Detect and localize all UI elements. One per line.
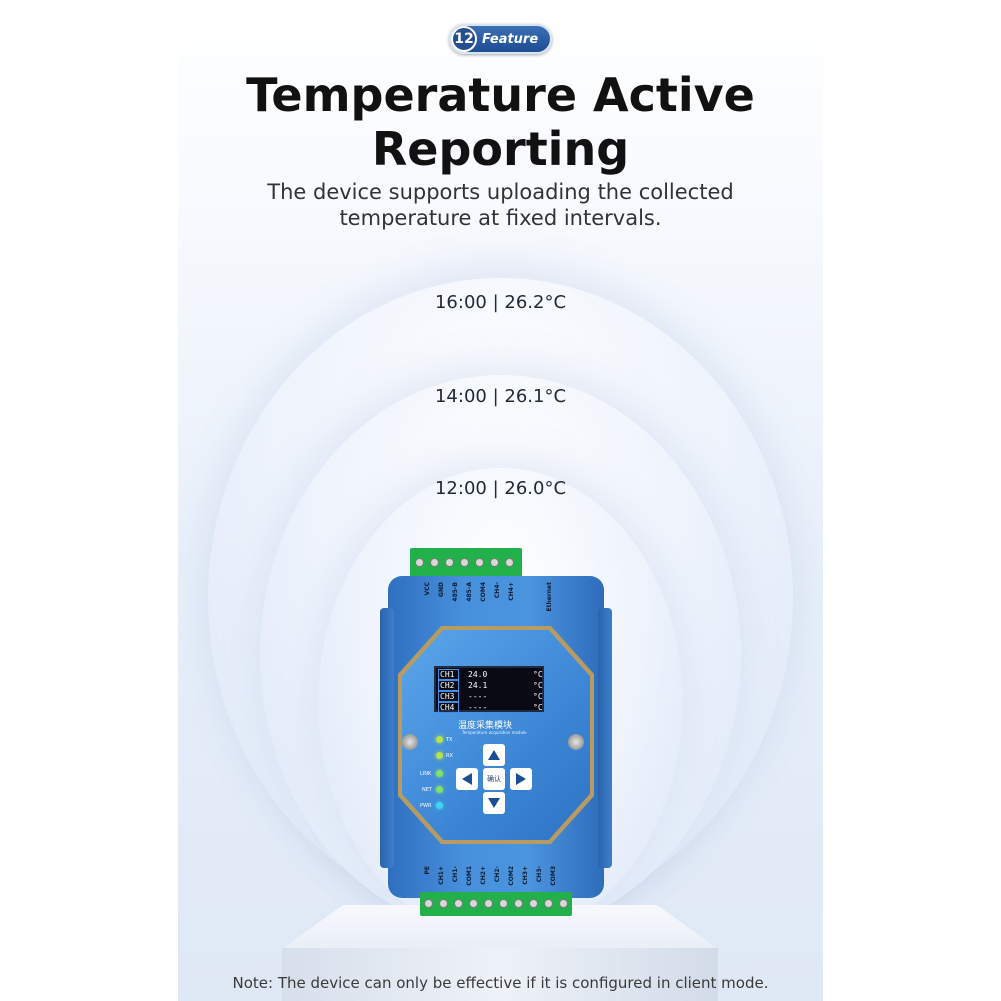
- left-button[interactable]: [456, 768, 478, 790]
- terminal-screw: [460, 558, 469, 567]
- screen-unit: °C: [533, 703, 543, 712]
- screen-row: CH3 ---- °C: [438, 691, 543, 702]
- led-label: LINK: [420, 771, 432, 777]
- terminal-screw: [529, 899, 538, 908]
- screen-value: 24.0: [468, 670, 488, 679]
- terminal-screw: [490, 558, 499, 567]
- screen-row: CH4 ---- °C: [438, 702, 543, 713]
- terminal-screw: [430, 558, 439, 567]
- led-label: PWR: [420, 803, 432, 809]
- terminal-screw: [484, 899, 493, 908]
- page-title: Temperature Active Reporting: [178, 68, 823, 176]
- down-button[interactable]: [483, 792, 505, 814]
- screw-icon: [402, 734, 418, 750]
- screen-channel: CH2: [438, 680, 459, 691]
- screen-channel: CH1: [438, 669, 459, 680]
- terminal-screw: [439, 899, 448, 908]
- terminal-screw: [475, 558, 484, 567]
- terminal-label: CH3-: [536, 866, 543, 883]
- terminal-label: CH4+: [508, 582, 515, 601]
- title-line-1: Temperature Active: [246, 68, 755, 122]
- din-rail-right: [598, 608, 612, 868]
- terminal-label: 485-B: [452, 582, 459, 602]
- subtitle-line-1: The device supports uploading the collec…: [267, 180, 734, 204]
- up-button[interactable]: [483, 744, 505, 766]
- reading-1200: 12:00 | 26.0°C: [434, 478, 567, 499]
- temperature-module-device: VCC GND 485-B 485-A COM4 CH4- CH4+ Ether…: [380, 548, 612, 916]
- ok-button[interactable]: 确认: [483, 768, 505, 790]
- terminal-screw: [505, 558, 514, 567]
- terminal-label: CH4-: [494, 582, 501, 599]
- screen-value: 24.1: [468, 681, 488, 690]
- module-name-en: Temperature acquisition module: [462, 730, 527, 735]
- feature-badge: 12 Feature: [449, 24, 552, 54]
- screen-unit: °C: [533, 681, 543, 690]
- terminal-screw: [559, 899, 568, 908]
- arrow-up-icon: [488, 750, 500, 760]
- terminal-label: CH2-: [494, 866, 501, 883]
- terminal-label: PE: [424, 866, 431, 875]
- page-subtitle: The device supports uploading the collec…: [178, 179, 823, 231]
- terminal-screw: [454, 899, 463, 908]
- led-indicator: [436, 786, 443, 793]
- screen-row: CH1 24.0 °C: [438, 669, 543, 680]
- subtitle-line-2: temperature at fixed intervals.: [339, 206, 662, 230]
- arrow-left-icon: [462, 773, 472, 785]
- feature-label: Feature: [482, 31, 539, 47]
- terminal-screw: [499, 899, 508, 908]
- title-line-2: Reporting: [371, 122, 630, 176]
- screen-unit: °C: [533, 670, 543, 679]
- terminal-label: CH3+: [522, 866, 529, 885]
- lcd-screen: CH1 24.0 °C CH2 24.1 °C CH3 ---- °C CH4 …: [434, 666, 544, 713]
- led-label: RX: [446, 753, 453, 759]
- terminal-label: COM2: [508, 866, 515, 886]
- led-indicator: [436, 802, 443, 809]
- screen-unit: °C: [533, 692, 543, 701]
- led-indicator: [436, 736, 443, 743]
- top-terminal-block: [410, 548, 522, 578]
- terminal-screw: [415, 558, 424, 567]
- reading-1400: 14:00 | 26.1°C: [434, 386, 567, 407]
- feature-number: 12: [451, 26, 477, 52]
- terminal-label: CH1-: [452, 866, 459, 883]
- terminal-label: CH1+: [438, 866, 445, 885]
- led-indicator: [436, 770, 443, 777]
- terminal-label: GND: [438, 582, 445, 597]
- footnote: Note: The device can only be effective i…: [232, 974, 769, 992]
- led-label: NET: [422, 787, 432, 793]
- terminal-label: CH2+: [480, 866, 487, 885]
- screen-value: ----: [468, 692, 488, 701]
- terminal-label: VCC: [424, 582, 431, 596]
- terminal-screw: [469, 899, 478, 908]
- bottom-terminal-block: [420, 892, 572, 916]
- screen-row: CH2 24.1 °C: [438, 680, 543, 691]
- led-indicator: [436, 752, 443, 759]
- din-rail-left: [380, 608, 394, 868]
- screen-value: ----: [468, 703, 488, 712]
- screen-channel: CH3: [438, 691, 459, 702]
- terminal-label: 485-A: [466, 582, 473, 602]
- arrow-right-icon: [516, 773, 526, 785]
- terminal-label: COM1: [466, 866, 473, 886]
- screen-channel: CH4: [438, 702, 459, 713]
- terminal-screw: [544, 899, 553, 908]
- led-label: TX: [446, 737, 453, 743]
- pedestal-front: [282, 948, 718, 1001]
- terminal-screw: [445, 558, 454, 567]
- module-name-cn: 温度采集模块: [458, 721, 513, 731]
- arrow-down-icon: [488, 798, 500, 808]
- right-button[interactable]: [510, 768, 532, 790]
- terminal-screw: [424, 899, 433, 908]
- terminal-screw: [514, 899, 523, 908]
- terminal-label: COM3: [550, 866, 557, 886]
- reading-1600: 16:00 | 26.2°C: [434, 292, 567, 313]
- terminal-label: COM4: [480, 582, 487, 602]
- screw-icon: [568, 734, 584, 750]
- ethernet-label: Ethernet: [546, 582, 553, 612]
